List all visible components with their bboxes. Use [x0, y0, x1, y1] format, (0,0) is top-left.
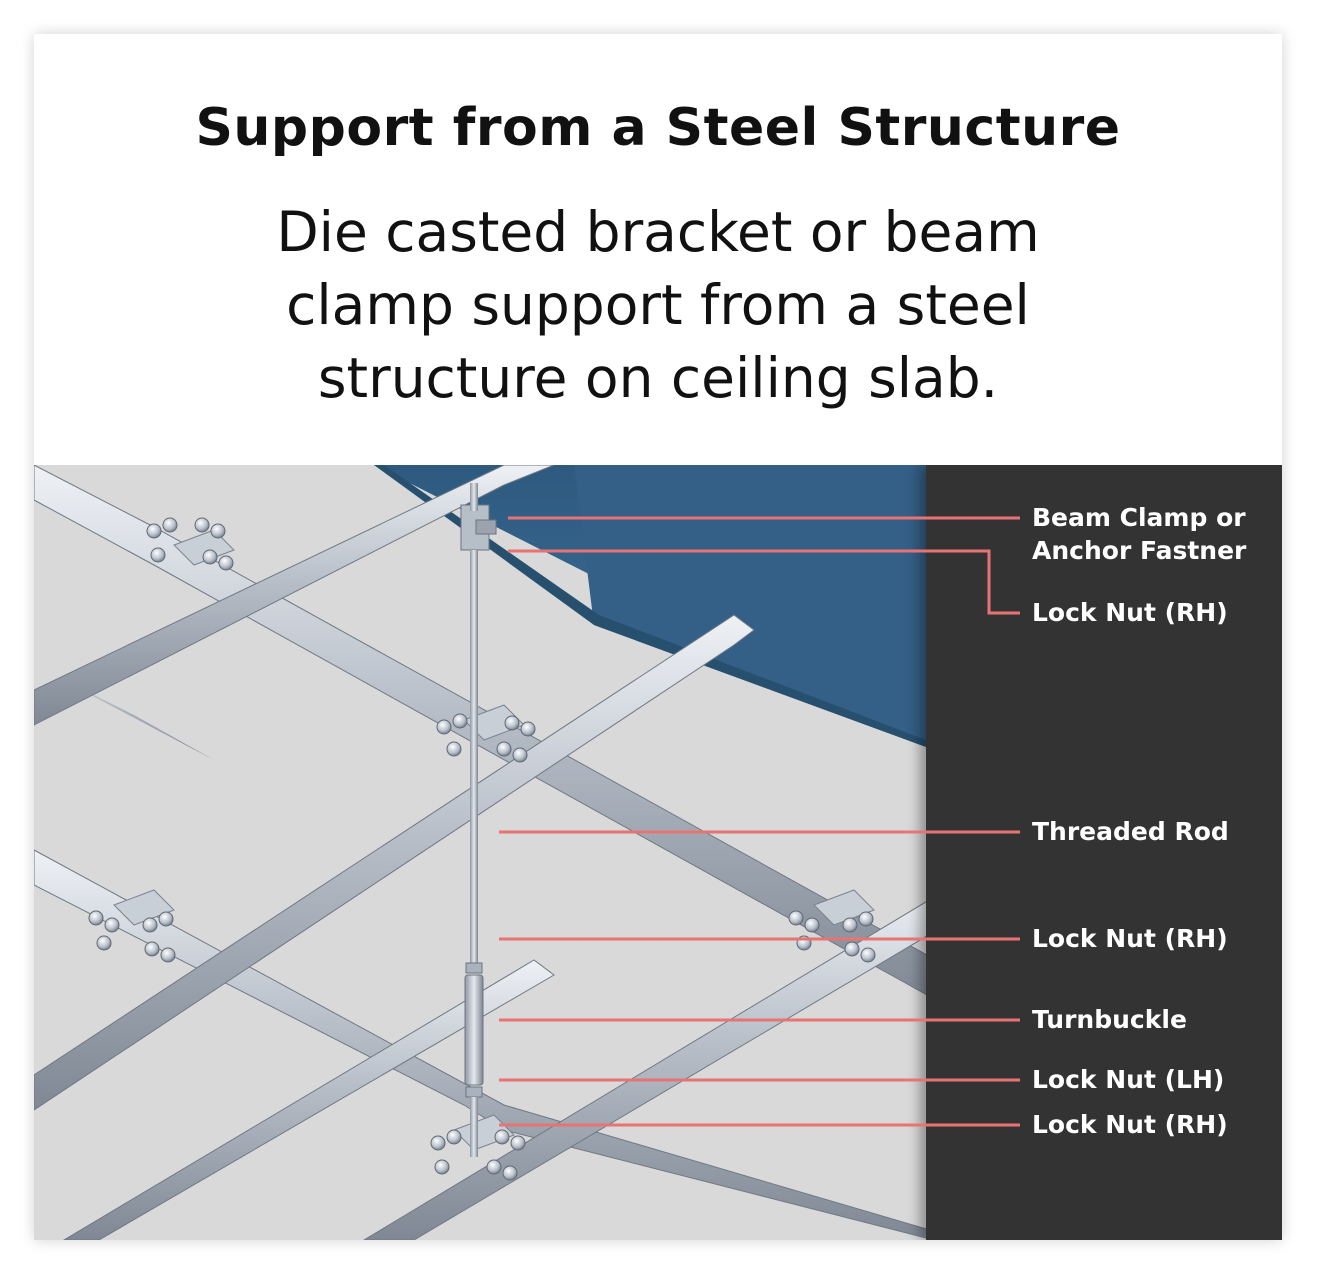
diagram-title: Support from a Steel Structure	[195, 98, 1121, 158]
label-beam-clamp: Beam Clamp or Anchor Fastner	[1032, 501, 1246, 567]
grid-rails-diagonal-b	[34, 465, 955, 1240]
hanger-assembly	[460, 483, 497, 1157]
label-lock-nut-rh-1: Lock Nut (RH)	[1032, 924, 1228, 953]
label-turnbuckle: Turnbuckle	[1032, 1005, 1187, 1034]
threaded-rod-upper	[470, 550, 478, 965]
ceiling-grid-svg	[34, 465, 965, 1240]
label-lock-nut-rh-2: Lock Nut (RH)	[1032, 1110, 1228, 1139]
turnbuckle-body	[464, 974, 484, 1086]
diagram-card: Support from a Steel Structure Die caste…	[34, 34, 1282, 1240]
lock-nut-lh	[465, 1086, 483, 1098]
threaded-rod-lower	[470, 1097, 478, 1157]
label-lock-nut-top: Lock Nut (RH)	[1032, 598, 1228, 627]
lock-nut-upper	[465, 962, 483, 974]
grid-bolts	[88, 517, 876, 1181]
label-threaded-rod: Threaded Rod	[1032, 817, 1229, 846]
label-beam-clamp-line2: Anchor Fastner	[1032, 536, 1247, 565]
diagram-subtitle: Die casted bracket or beam clamp support…	[276, 200, 1040, 410]
label-beam-clamp-line1: Beam Clamp or	[1032, 503, 1246, 532]
label-lock-nut-lh: Lock Nut (LH)	[1032, 1065, 1225, 1094]
